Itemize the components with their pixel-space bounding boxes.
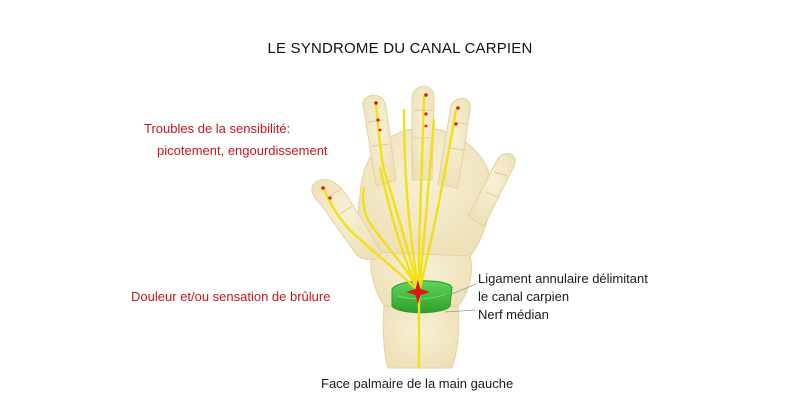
pain-star-icon (406, 280, 430, 304)
forearm-bones (382, 305, 460, 369)
spark-icon (376, 118, 380, 122)
spark-icon (378, 128, 382, 132)
spark-icon (374, 101, 378, 105)
caption-face-palmaire: Face palmaire de la main gauche (321, 376, 514, 391)
label-ligament: Ligament annulaire délimitant (478, 271, 648, 286)
tingling-spark-icons (321, 93, 460, 200)
diagram-title: LE SYNDROME DU CANAL CARPIEN (267, 40, 533, 57)
spark-icon (424, 112, 428, 116)
spark-icon (321, 186, 325, 190)
spark-icon (456, 106, 460, 110)
hand-bones (311, 85, 516, 369)
label-douleur: Douleur et/ou sensation de brûlure (131, 289, 331, 304)
label-nerf-median: Nerf médian (478, 307, 549, 322)
label-canal-carpien: le canal carpien (478, 289, 570, 304)
little-finger (467, 153, 516, 227)
spark-icon (424, 124, 428, 128)
median-nerve (322, 94, 458, 370)
ligament-annulaire (391, 280, 453, 314)
spark-icon (454, 122, 458, 126)
label-troubles-sensibilite: Troubles de la sensibilité: (144, 121, 291, 136)
spark-icon (328, 196, 332, 200)
leader-lines (444, 283, 477, 313)
label-picotement: picotement, engourdissement (157, 143, 328, 158)
spark-icon (424, 93, 428, 97)
